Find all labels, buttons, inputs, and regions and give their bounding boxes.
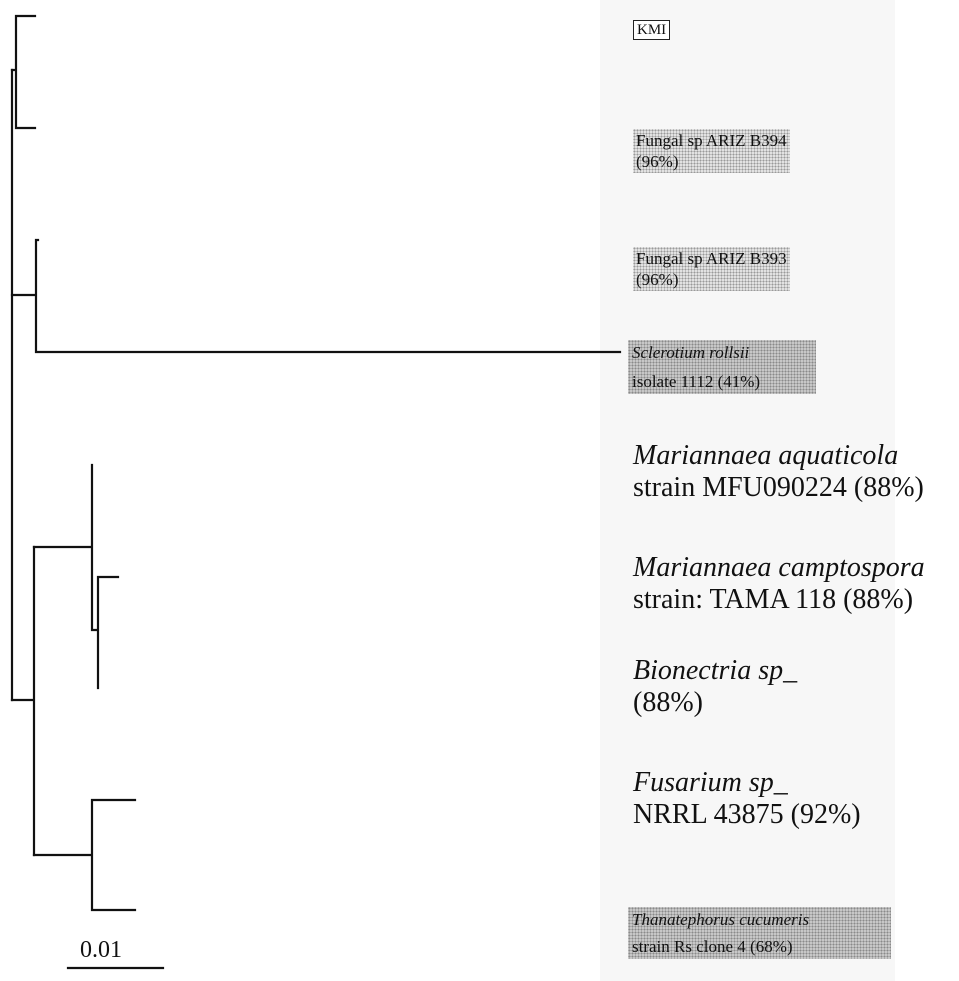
taxon-name: Fungal sp ARIZ B393 — [636, 249, 787, 268]
taxon-name: Mariannaea camptospora — [633, 552, 925, 583]
taxon-name: Fusarium sp_ — [633, 767, 788, 798]
taxon-label-sclerotium: Sclerotium rollsii isolate 1112 (41%) — [628, 340, 816, 394]
branch-arizb393-cluster — [10, 238, 622, 354]
taxon-detail: (88%) — [633, 687, 703, 718]
taxon-detail: (96%) — [636, 152, 679, 171]
scale-bar-label: 0.01 — [80, 937, 122, 963]
branch-fusarium-cluster — [32, 798, 137, 912]
taxon-detail: NRRL 43875 (92%) — [633, 799, 861, 830]
taxon-label-m-camptospora: Mariannaea camptospora strain: TAMA 118 … — [633, 552, 925, 616]
taxon-detail: strain MFU090224 (88%) — [633, 472, 924, 503]
taxon-name: Fungal sp ARIZ B394 — [636, 131, 787, 150]
taxon-name: Bionectria sp_ — [633, 655, 798, 686]
taxon-detail: (96%) — [636, 270, 679, 289]
taxon-detail: isolate 1112 (41%) — [632, 372, 761, 391]
branch-top-cluster — [10, 14, 37, 130]
taxon-label-kmi: KMI — [633, 20, 671, 40]
taxon-name: Thanatephorus cucumeris — [632, 910, 810, 929]
taxon-label-thanatephorus: Thanatephorus cucumeris strain Rs clone … — [628, 907, 891, 959]
branch-mariannaea-cluster — [32, 463, 120, 690]
taxon-label-arizb394: Fungal sp ARIZ B394 (96%) — [633, 129, 790, 173]
branch-lower-cluster — [10, 545, 36, 857]
taxon-label-arizb393: Fungal sp ARIZ B393 (96%) — [633, 247, 790, 291]
taxon-detail: strain Rs clone 4 (68%) — [632, 937, 793, 956]
taxon-label-bionectria: Bionectria sp_ (88%) — [633, 655, 797, 719]
taxon-label-m-aquaticola: Mariannaea aquaticola strain MFU090224 (… — [633, 440, 924, 504]
taxon-name: Mariannaea aquaticola — [633, 440, 899, 471]
taxon-name: Sclerotium rollsii — [632, 343, 750, 362]
taxon-label-fusarium: Fusarium sp_ NRRL 43875 (92%) — [633, 767, 861, 831]
taxon-detail: strain: TAMA 118 (88%) — [633, 584, 914, 615]
